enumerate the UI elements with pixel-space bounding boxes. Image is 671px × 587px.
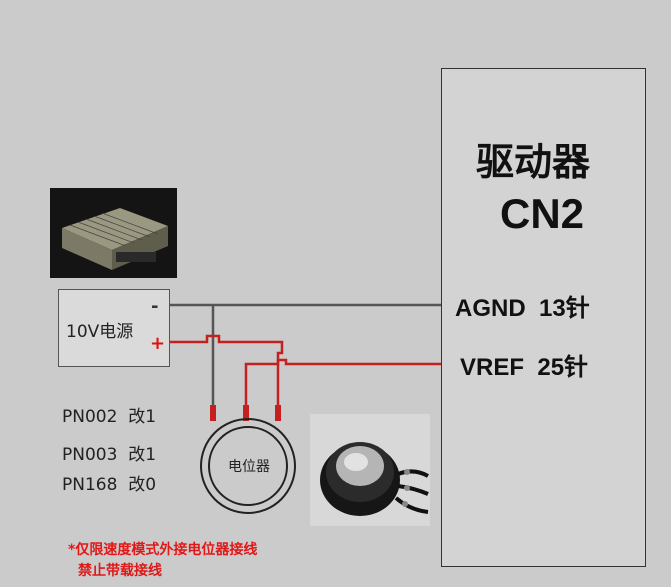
pot-pin-left (210, 405, 216, 421)
vref-wire (244, 358, 441, 415)
agnd-pin-label: AGND 13针 (455, 295, 590, 322)
pot-inner-ring (208, 426, 288, 506)
connector-label: CN2 (500, 190, 585, 237)
power-supply-photo (50, 188, 177, 278)
power-supply-box (58, 289, 170, 367)
driver-title: 驱动器 (476, 140, 591, 184)
pot-pin-middle (243, 405, 249, 421)
potentiometer-label: 电位器 (228, 459, 270, 475)
note-line-2: 禁止带载接线 (78, 563, 162, 579)
param-pn002: PN002 改1 (62, 407, 157, 427)
vref-pin-label: VREF 25针 (460, 354, 589, 381)
param-pn168: PN168 改0 (62, 475, 157, 495)
pot-pin-right (275, 405, 281, 421)
pot-outer-ring (200, 418, 296, 514)
driver-box (441, 68, 646, 567)
minus-terminal: - (151, 296, 159, 317)
plus-terminal: + (150, 333, 166, 354)
power-supply-label: 10V电源 (66, 322, 134, 342)
potentiometer-photo (310, 414, 430, 526)
plus-wire (170, 334, 284, 415)
param-pn003: PN003 改1 (62, 445, 157, 465)
note-line-1: *仅限速度模式外接电位器接线 (68, 542, 258, 558)
